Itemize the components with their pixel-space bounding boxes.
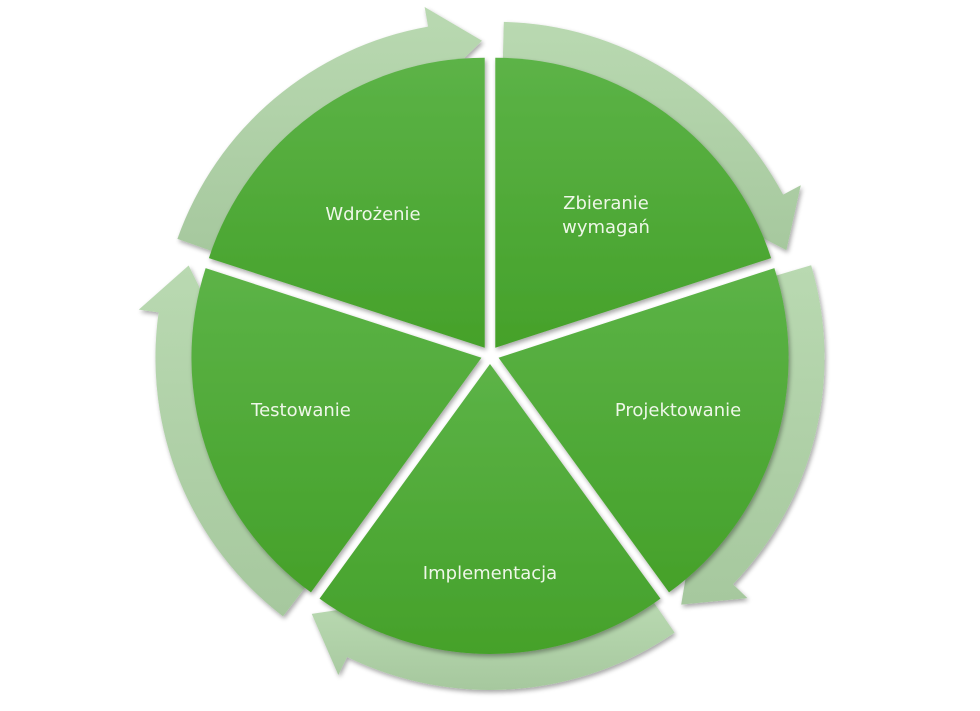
cycle-arrow-zbieranie-wymagan <box>502 21 801 251</box>
cycle-arrow-testowanie <box>138 265 307 617</box>
cycle-arrow-wdrozenie <box>177 6 483 252</box>
segment-testowanie <box>191 268 482 593</box>
segment-label-implementacja: Implementacja <box>423 563 557 584</box>
segment-label-testowanie: Testowanie <box>250 400 351 421</box>
cycle-arrows <box>138 6 825 690</box>
segment-zbieranie-wymagan <box>495 57 772 348</box>
cycle-arrow-implementacja <box>311 601 675 690</box>
cycle-arrow-projektowanie <box>681 265 825 605</box>
segment-projektowanie <box>498 268 789 593</box>
segment-wdrozenie <box>208 57 485 348</box>
segment-label-wdrozenie: Wdrożenie <box>325 204 420 225</box>
cycle-segments <box>191 57 789 654</box>
segment-implementacja <box>319 364 661 654</box>
segment-label-projektowanie: Projektowanie <box>615 400 741 421</box>
